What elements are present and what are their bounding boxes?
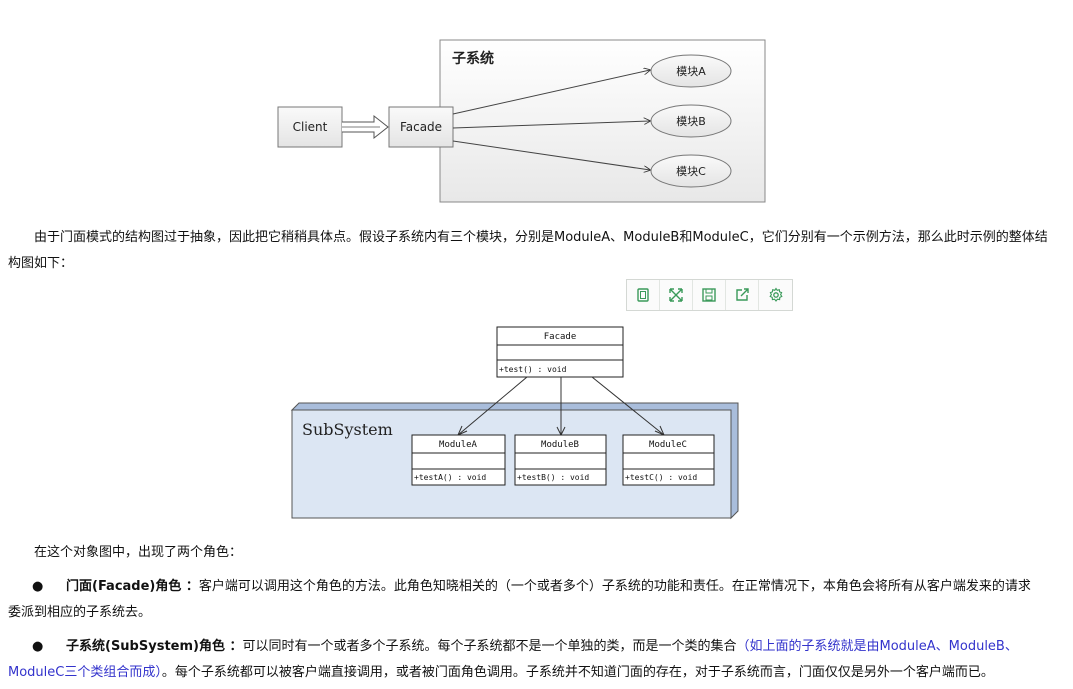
copy-button[interactable] <box>627 280 660 310</box>
subsystem-role-example: （如上面的子系统就是由ModuleA、ModuleB、 <box>736 639 1018 654</box>
facade-box <box>388 106 454 148</box>
module-b-class-box <box>514 434 607 486</box>
module-a-class-name: ModuleA <box>439 440 478 450</box>
facade-role-title: 门面(Facade)角色 ： <box>66 579 199 594</box>
subsystem-package-label: SubSystem <box>302 420 393 439</box>
facade-role-item: ● 门面(Facade)角色 ：客户端可以调用这个角色的方法。此角色知晓相关的（一… <box>8 574 1058 626</box>
uml-class-diagram: Facade +test() : void SubSystem ModuleA … <box>290 326 739 520</box>
module-b-label: 模块B <box>676 115 706 128</box>
module-a-label: 模块A <box>676 65 706 78</box>
facade-class-box <box>496 326 624 378</box>
facade-role-text-cont: 委派到相应的子系统去。 <box>8 605 152 620</box>
module-c-class-name: ModuleC <box>649 440 687 450</box>
module-b-class-method: +testB() : void <box>517 473 589 482</box>
save-icon <box>702 288 716 302</box>
settings-button[interactable] <box>759 280 792 310</box>
facade-to-module-b-arrow <box>452 121 650 129</box>
share-button[interactable] <box>726 280 759 310</box>
module-a-class-box <box>411 434 506 486</box>
settings-icon <box>768 287 783 302</box>
facade-to-module-c-arrow <box>452 140 650 170</box>
module-c-class-method: +testC() : void <box>625 473 697 482</box>
facade-to-module-a-arrow <box>452 70 650 115</box>
module-c-class-box <box>622 434 715 486</box>
facade-label: Facade <box>400 120 442 134</box>
save-button[interactable] <box>693 280 726 310</box>
expand-button[interactable] <box>660 280 693 310</box>
facade-to-module-a-link <box>457 376 528 436</box>
subsystem-role-title: 子系统(SubSystem)角色 ： <box>66 639 243 654</box>
module-c-label: 模块C <box>676 165 706 178</box>
client-box <box>277 106 343 148</box>
copy-icon <box>637 288 649 302</box>
module-b-class-name: ModuleB <box>541 440 579 450</box>
client-label: Client <box>293 120 328 134</box>
image-toolbar <box>626 279 793 311</box>
subsystem-group-label: 子系统 <box>452 50 494 67</box>
facade-pattern-diagram: 子系统 Client Facade 模块A 模块B 模块C <box>277 39 766 203</box>
module-a-ellipse <box>650 54 732 88</box>
share-icon <box>736 288 749 301</box>
facade-role-text: 客户端可以调用这个角色的方法。此角色知晓相关的（一个或者多个）子系统的功能和责任… <box>198 579 1031 594</box>
facade-class-name: Facade <box>544 332 577 342</box>
facade-to-module-c-link <box>591 376 665 436</box>
roles-intro-paragraph: 在这个对象图中，出现了两个角色： <box>34 545 243 560</box>
facade-class-method: +test() : void <box>499 365 567 374</box>
intro-paragraph: 由于门面模式的结构图过于抽象，因此把它稍稍具体点。假设子系统内有三个模块，分别是… <box>8 230 1048 271</box>
subsystem-role-text-cont: 。每个子系统都可以被客户端直接调用，或者被门面角色调用。子系统并不知道门面的存在… <box>161 665 994 680</box>
subsystem-role-example-cont: ModuleC三个类组合而成） <box>8 665 162 680</box>
bullet-dot: ● <box>32 579 44 594</box>
subsystem-role-item: ● 子系统(SubSystem)角色 ：可以同时有一个或者多个子系统。每个子系统都… <box>8 634 1058 686</box>
expand-icon <box>669 288 683 302</box>
module-a-class-method: +testA() : void <box>414 473 486 482</box>
subsystem-role-text: 可以同时有一个或者多个子系统。每个子系统都不是一个单独的类，而是一个类的集合 <box>242 639 737 654</box>
bullet-dot: ● <box>32 639 44 654</box>
module-c-ellipse <box>650 154 732 188</box>
module-b-ellipse <box>650 104 732 138</box>
